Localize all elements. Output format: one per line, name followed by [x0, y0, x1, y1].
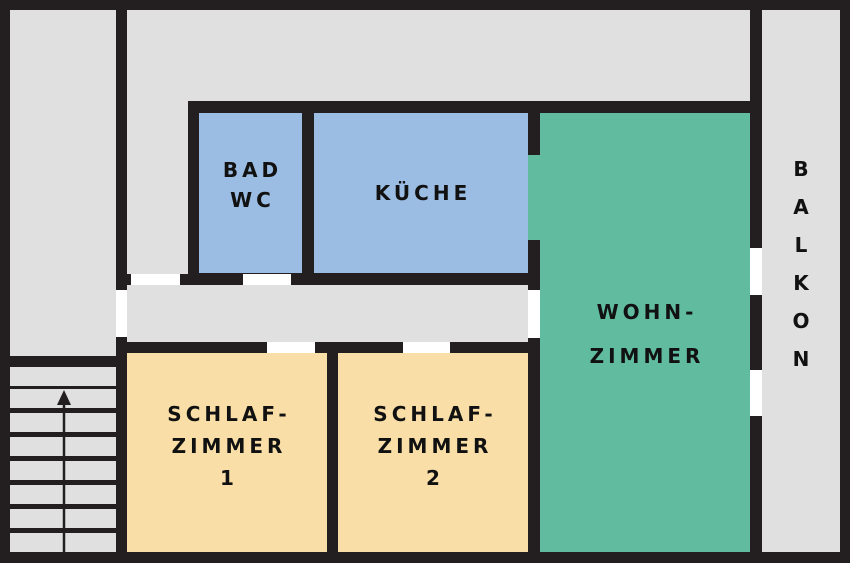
schlaf1-line2: ZIMMER: [171, 434, 287, 458]
wohnzimmer-label-line2: ZIMMER: [589, 344, 705, 368]
bad-label-line1: BAD: [222, 158, 283, 182]
balkon-label: B A L K O N: [762, 150, 844, 378]
schlafzimmer-1-label: SCHLAF- ZIMMER 1: [127, 398, 331, 494]
wohnzimmer-label: WOHN- ZIMMER: [540, 290, 754, 378]
balkon-letter: L: [794, 233, 812, 257]
schlaf1-line3: 1: [220, 466, 238, 490]
top-hall: [127, 10, 750, 101]
room-wohnzimmer: [540, 113, 750, 552]
schlafzimmer-2-label: SCHLAF- ZIMMER 2: [338, 398, 532, 494]
balkon-letter: B: [793, 157, 813, 181]
room-schlafzimmer-1: [127, 353, 327, 552]
door-wohnzimmer: [528, 290, 540, 338]
door-schlafzimmer-2: [403, 342, 450, 353]
schlaf2-line1: SCHLAF-: [373, 402, 497, 426]
bad-label: BAD WC: [199, 155, 306, 215]
balkon-letter: O: [792, 309, 814, 333]
kitchen-opening: [528, 155, 540, 240]
hallway: [127, 285, 528, 342]
room-bad-wc: [199, 113, 302, 273]
balkon-letter: K: [793, 271, 813, 295]
balkon-door-2: [750, 370, 762, 416]
kueche-label: KÜCHE: [374, 181, 472, 205]
balkon: [762, 10, 840, 552]
stair-arrow-up-icon: [57, 390, 71, 553]
schlaf1-line1: SCHLAF-: [167, 402, 291, 426]
wohnzimmer-label-line1: WOHN-: [596, 300, 698, 324]
balkon-letter: N: [792, 347, 814, 371]
door-entrance: [116, 290, 127, 337]
room-kueche: [314, 113, 528, 273]
left-corridor: [10, 10, 116, 356]
door-schlafzimmer-1: [267, 342, 315, 353]
hall-left-strip: [127, 10, 188, 274]
schlaf2-line2: ZIMMER: [377, 434, 493, 458]
door-bad: [243, 274, 291, 285]
balkon-door-1: [750, 248, 762, 295]
stair-step: [10, 367, 116, 386]
door-hall-top-left: [131, 274, 180, 285]
balkon-letter: A: [793, 195, 813, 219]
room-schlafzimmer-2: [338, 353, 528, 552]
schlaf2-line3: 2: [426, 466, 444, 490]
bad-label-line2: WC: [230, 188, 275, 212]
